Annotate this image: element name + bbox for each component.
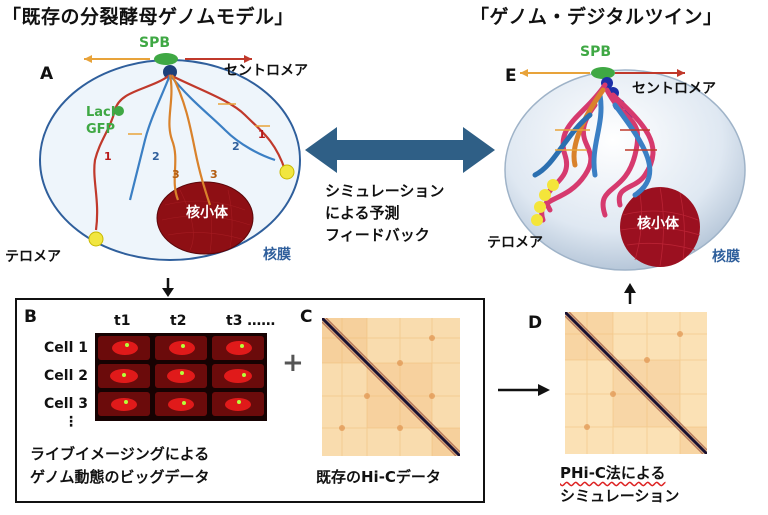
left-title: 「既存の分裂酵母ゲノムモデル」	[2, 6, 294, 28]
spb-green	[154, 53, 178, 65]
panel-d-caption-2: シミュレーション	[560, 487, 680, 505]
chromosome-2-left	[128, 74, 172, 201]
chromosome-1-left	[93, 74, 171, 231]
feedback-line-2: による予測	[325, 204, 400, 222]
microscopy-cell	[155, 392, 207, 416]
telomere-dot-right	[279, 164, 295, 180]
chr-label-1b: 1	[258, 128, 266, 141]
digital-nucleolus	[620, 187, 700, 267]
down-arrow-icon	[162, 278, 174, 297]
panel-c-caption: 既存のHi-Cデータ	[316, 468, 441, 486]
panel-a-membrane-label: 核膜	[263, 247, 291, 263]
right-title: 「ゲノム・デジタルツイン」	[470, 6, 723, 28]
chr-label-1a: 1	[104, 150, 112, 163]
panel-a-gfp-label: GFP	[86, 122, 116, 137]
chromosome-3-a	[168, 74, 180, 201]
panel-e-centromere-label: セントロメア	[632, 81, 716, 97]
microscopy-cell	[98, 392, 150, 416]
double-arrow-icon	[305, 127, 495, 173]
panel-e-telomere-label: テロメア	[487, 235, 543, 251]
panel-e-digital-twin	[504, 67, 746, 271]
chromosome-2-right	[169, 74, 276, 162]
up-arrow-icon	[624, 283, 636, 304]
time-label-t2: t2	[170, 313, 187, 329]
panel-a-nucleus-diagram	[39, 53, 301, 261]
panel-bc-frame	[15, 298, 485, 503]
chr-label-2a: 2	[152, 150, 160, 163]
plus-sign: +	[282, 348, 304, 378]
microscopy-cell	[212, 392, 264, 416]
panel-a-spb-label: SPB	[139, 35, 171, 51]
panel-d-caption-1: PHi-C法による	[560, 462, 665, 484]
telomere-dot-left	[88, 231, 104, 247]
panel-a-letter: A	[40, 64, 54, 84]
panel-e-letter: E	[505, 66, 517, 86]
panel-e-nucleolus-label: 核小体	[637, 216, 679, 232]
panel-c-letter: C	[300, 307, 313, 327]
right-arrow-icon	[498, 384, 550, 396]
panel-e-membrane-label: 核膜	[712, 249, 740, 265]
cell-label-2: Cell 2	[44, 368, 88, 384]
microscopy-cell	[155, 364, 207, 388]
chr-label-2b: 2	[232, 140, 240, 153]
panel-d-letter: D	[528, 313, 543, 333]
chromosome-3-b	[171, 74, 212, 206]
feedback-line-3: フィードバック	[325, 226, 430, 244]
time-label-t3: t3 ……	[226, 313, 276, 329]
microscopy-cell	[98, 336, 150, 360]
feedback-line-1: シミュレーション	[325, 182, 445, 200]
panel-e-spb-label: SPB	[580, 44, 612, 60]
panel-a-laci-label: LacI-	[86, 105, 121, 120]
microscopy-cell	[212, 364, 264, 388]
phi-c-method-label: PHi-C法による	[560, 464, 666, 482]
chr-label-3a: 3	[172, 168, 180, 181]
microscopy-cell	[155, 336, 207, 360]
panel-a-nucleolus-label: 核小体	[186, 205, 228, 221]
time-label-t1: t1	[114, 313, 131, 329]
cell-ellipsis: ⋮	[64, 414, 78, 430]
chr-label-3b: 3	[210, 168, 218, 181]
panel-b-caption-1: ライブイメージングによる	[30, 445, 210, 463]
panel-b-caption-2: ゲノム動態のビッグデータ	[30, 468, 210, 486]
cell-label-1: Cell 1	[44, 340, 88, 356]
microscopy-cell	[212, 336, 264, 360]
panel-a-centromere-label: セントロメア	[224, 63, 308, 79]
hic-map-d	[565, 312, 707, 454]
chromosome-1-right	[169, 74, 287, 171]
hic-map-c	[322, 318, 460, 456]
panel-b-letter: B	[24, 307, 37, 327]
cell-label-3: Cell 3	[44, 396, 88, 412]
panel-a-telomere-label: テロメア	[5, 249, 61, 265]
microscopy-cell	[98, 364, 150, 388]
laci-gfp-dot	[114, 106, 124, 116]
